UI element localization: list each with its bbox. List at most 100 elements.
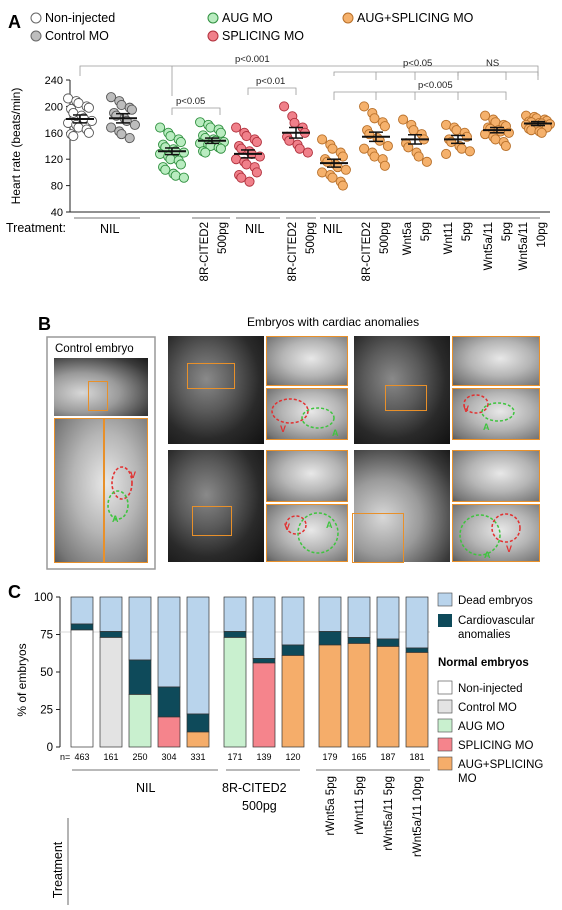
treatment-rotated-text: 5pg bbox=[501, 222, 513, 241]
data-point bbox=[175, 136, 186, 148]
bar-normal bbox=[223, 637, 247, 748]
anomaly-1-photo bbox=[168, 336, 264, 444]
bar-normal bbox=[318, 644, 342, 748]
data-point bbox=[73, 122, 84, 133]
legend-marker-aug-splicing-mo bbox=[342, 12, 354, 24]
data-point bbox=[359, 101, 370, 112]
anomaly-1-zoom-b-frame bbox=[266, 388, 348, 440]
treatment-rotated-text: 5pg bbox=[420, 222, 432, 241]
data-point bbox=[382, 140, 393, 152]
treatment-rotated-text: 8R-CITED2 bbox=[287, 222, 299, 281]
treatment-rotated-text: Wnt5a/11 bbox=[518, 222, 530, 270]
legend-marker-aug-mo bbox=[207, 12, 219, 24]
data-point bbox=[536, 127, 547, 138]
y-axis-label-a: Heart rate (beats/min) bbox=[9, 88, 23, 205]
bar-normal bbox=[157, 716, 181, 748]
y-tick-label-c: 100 bbox=[34, 592, 53, 604]
bar-dead bbox=[347, 596, 371, 638]
control-embryo-frame bbox=[46, 336, 156, 570]
legend-c-splicing: SPLICING MO bbox=[458, 740, 533, 752]
y-tick-label-c: 75 bbox=[40, 630, 53, 642]
anomaly-3-roi bbox=[192, 506, 232, 536]
data-point bbox=[403, 142, 414, 153]
y-tick-label-c: 50 bbox=[40, 667, 53, 679]
dot-plot-a bbox=[63, 92, 555, 191]
legend-swatch-aug-splicing bbox=[437, 756, 453, 771]
legend-c-aug: AUG MO bbox=[458, 721, 505, 733]
control-embryo-photo bbox=[54, 358, 148, 416]
control-zoom-frame-1 bbox=[54, 418, 104, 563]
treatment-rotated-text: 500pg bbox=[217, 222, 229, 254]
sig-p05-b: p<0.05 bbox=[403, 58, 432, 69]
sig-p005: p<0.005 bbox=[418, 80, 453, 91]
legend-swatch-aug bbox=[437, 718, 453, 733]
legend-dead: Dead embryos bbox=[458, 595, 533, 607]
legend-c-aug-splicing: AUG+SPLICING bbox=[458, 759, 543, 771]
data-point bbox=[116, 129, 127, 140]
n-label: 179 bbox=[322, 752, 337, 762]
bracket-ns bbox=[457, 71, 539, 80]
bar-dead bbox=[128, 596, 152, 661]
data-point bbox=[359, 143, 370, 154]
bar-cardio bbox=[318, 631, 342, 646]
treatment-c-label: Treatment bbox=[51, 841, 65, 898]
bar-dead bbox=[223, 596, 247, 632]
anomaly-4-photo bbox=[354, 450, 450, 562]
treatment-c-nil: NIL bbox=[136, 781, 156, 795]
data-point bbox=[106, 92, 117, 103]
anomaly-4-zoom-a bbox=[452, 450, 540, 502]
bar-cardio bbox=[252, 658, 276, 664]
data-point bbox=[178, 147, 189, 158]
bar-dead bbox=[318, 596, 342, 632]
data-point bbox=[126, 104, 137, 115]
data-point bbox=[251, 136, 262, 148]
wnt-rotated-label: rWnt5a 5pg bbox=[325, 776, 337, 835]
bracket-p005 bbox=[333, 91, 507, 100]
bar-cardio bbox=[376, 638, 400, 647]
bar-dead bbox=[70, 596, 94, 625]
data-point bbox=[500, 140, 511, 152]
y-tick-label-a: 240 bbox=[45, 75, 63, 87]
panel-b-letter: B bbox=[38, 314, 51, 334]
legend-label-splicing-mo: SPLICING MO bbox=[222, 29, 304, 43]
data-point bbox=[124, 133, 135, 144]
anomaly-3-zoom-b-frame bbox=[266, 504, 348, 562]
anomaly-1-zoom-a-frame bbox=[266, 336, 348, 386]
anomaly-2-zoom-a-frame bbox=[452, 336, 540, 386]
anomalies-title: Embryos with cardiac anomalies bbox=[247, 315, 419, 329]
data-point bbox=[327, 172, 338, 183]
treatment-rotated-text: Wnt11 bbox=[443, 222, 455, 254]
data-point bbox=[317, 134, 328, 145]
data-point bbox=[200, 147, 211, 158]
legend-c-control: Control MO bbox=[458, 702, 517, 714]
legend-marker-control-mo bbox=[30, 30, 42, 42]
legend-label-aug-splicing-mo: AUG+SPLICING MO bbox=[357, 11, 474, 25]
data-point bbox=[86, 115, 97, 126]
y-tick-label-a: 120 bbox=[45, 154, 63, 166]
data-point bbox=[68, 131, 79, 142]
n-label: 171 bbox=[227, 752, 242, 762]
data-point bbox=[175, 159, 186, 170]
legend-swatch-dead bbox=[437, 592, 453, 607]
data-point bbox=[421, 156, 432, 167]
data-point bbox=[289, 117, 300, 128]
sig-p001: p<0.001 bbox=[235, 54, 270, 65]
n-label: 331 bbox=[190, 752, 205, 762]
data-point bbox=[106, 122, 117, 133]
treatment-rotated-text: 5pg bbox=[461, 222, 473, 241]
treatment-rotated-text: 8R-CITED2 bbox=[199, 222, 211, 281]
wnt-rotated-label: rWnt5a/11 10pg bbox=[412, 776, 424, 857]
anomaly-2-roi bbox=[385, 385, 427, 411]
legend-swatch-control bbox=[437, 699, 453, 714]
bar-dead bbox=[281, 596, 305, 646]
data-point bbox=[294, 143, 305, 154]
legend-c-non-injected: Non-injected bbox=[458, 683, 523, 695]
control-embryo-title: Control embryo bbox=[55, 343, 134, 355]
y-tick-label-a: 160 bbox=[45, 128, 63, 140]
bar-normal bbox=[252, 662, 276, 748]
data-point bbox=[302, 147, 313, 158]
n-label: 463 bbox=[74, 752, 89, 762]
